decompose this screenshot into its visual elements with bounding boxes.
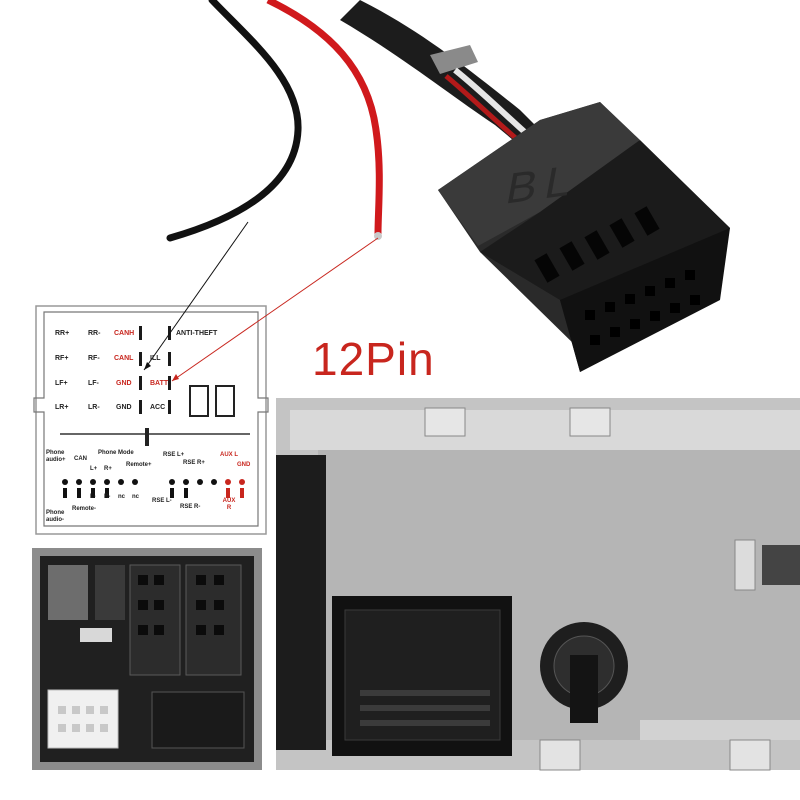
pin-label: LF+: [55, 380, 68, 387]
pin-label: RR-: [88, 330, 101, 337]
pin-label: Phone Mode: [98, 450, 134, 456]
pin-label: R-: [104, 494, 111, 500]
pin-label: CAN: [74, 456, 87, 462]
pin-label: CANH: [114, 330, 135, 337]
red-wire-tip: [374, 232, 382, 240]
pin-label: nc: [132, 494, 140, 500]
pin-label: L-: [90, 494, 96, 500]
pin-label: R+: [104, 466, 112, 472]
pin-label: ACC: [150, 404, 166, 411]
pin-label: RF-: [88, 355, 100, 362]
pinout-card-inner-border: [33, 311, 269, 527]
pin-count-title: 12Pin: [312, 333, 435, 385]
red-pointer-line: [171, 237, 379, 382]
pin-label: ILL: [150, 355, 161, 362]
black-wire: [166, 0, 302, 242]
black-pointer-line: [143, 221, 249, 371]
pin-label: ANTI-THEFT: [176, 330, 218, 337]
radio-chassis-photo: [276, 398, 800, 771]
pin-label: BATT: [150, 380, 169, 387]
pin-label: RF+: [55, 355, 69, 362]
pin-label: LF-: [88, 380, 99, 387]
pin-label: RR+: [55, 330, 70, 337]
pin-label: L+: [90, 466, 98, 472]
pin-label: Phone audio+: [46, 450, 66, 463]
pin-label: Remote-: [72, 506, 97, 512]
diagram-block-2: [215, 385, 235, 417]
pin-label: AUX R: [222, 498, 236, 511]
pin-label: nc: [118, 494, 126, 500]
red-wire-inner: [444, 74, 520, 142]
pin-label: AUX L: [220, 452, 238, 458]
pin-label: Phone audio-: [46, 510, 65, 523]
white-wire: [453, 67, 530, 138]
pin-label: Remote+: [126, 462, 152, 468]
cable-sheath-grey: [430, 45, 478, 74]
red-wire: [266, 0, 383, 235]
pin-label: LR-: [88, 404, 100, 411]
bl-connector-module: [438, 102, 730, 372]
diagram-block-1: [189, 385, 209, 417]
pin-label: RSE R-: [180, 504, 201, 510]
pin-label: RSE L+: [163, 452, 185, 458]
pin-label: RSE L-: [152, 498, 172, 504]
cable-bundle: [340, 0, 545, 150]
pin-label: GND: [116, 380, 132, 387]
pin-label: LR+: [55, 404, 69, 411]
pin-label: GND: [116, 404, 132, 411]
pin-label: GND: [237, 462, 251, 468]
pin-label: RSE R+: [183, 460, 205, 466]
pin-label: CANL: [114, 355, 134, 362]
